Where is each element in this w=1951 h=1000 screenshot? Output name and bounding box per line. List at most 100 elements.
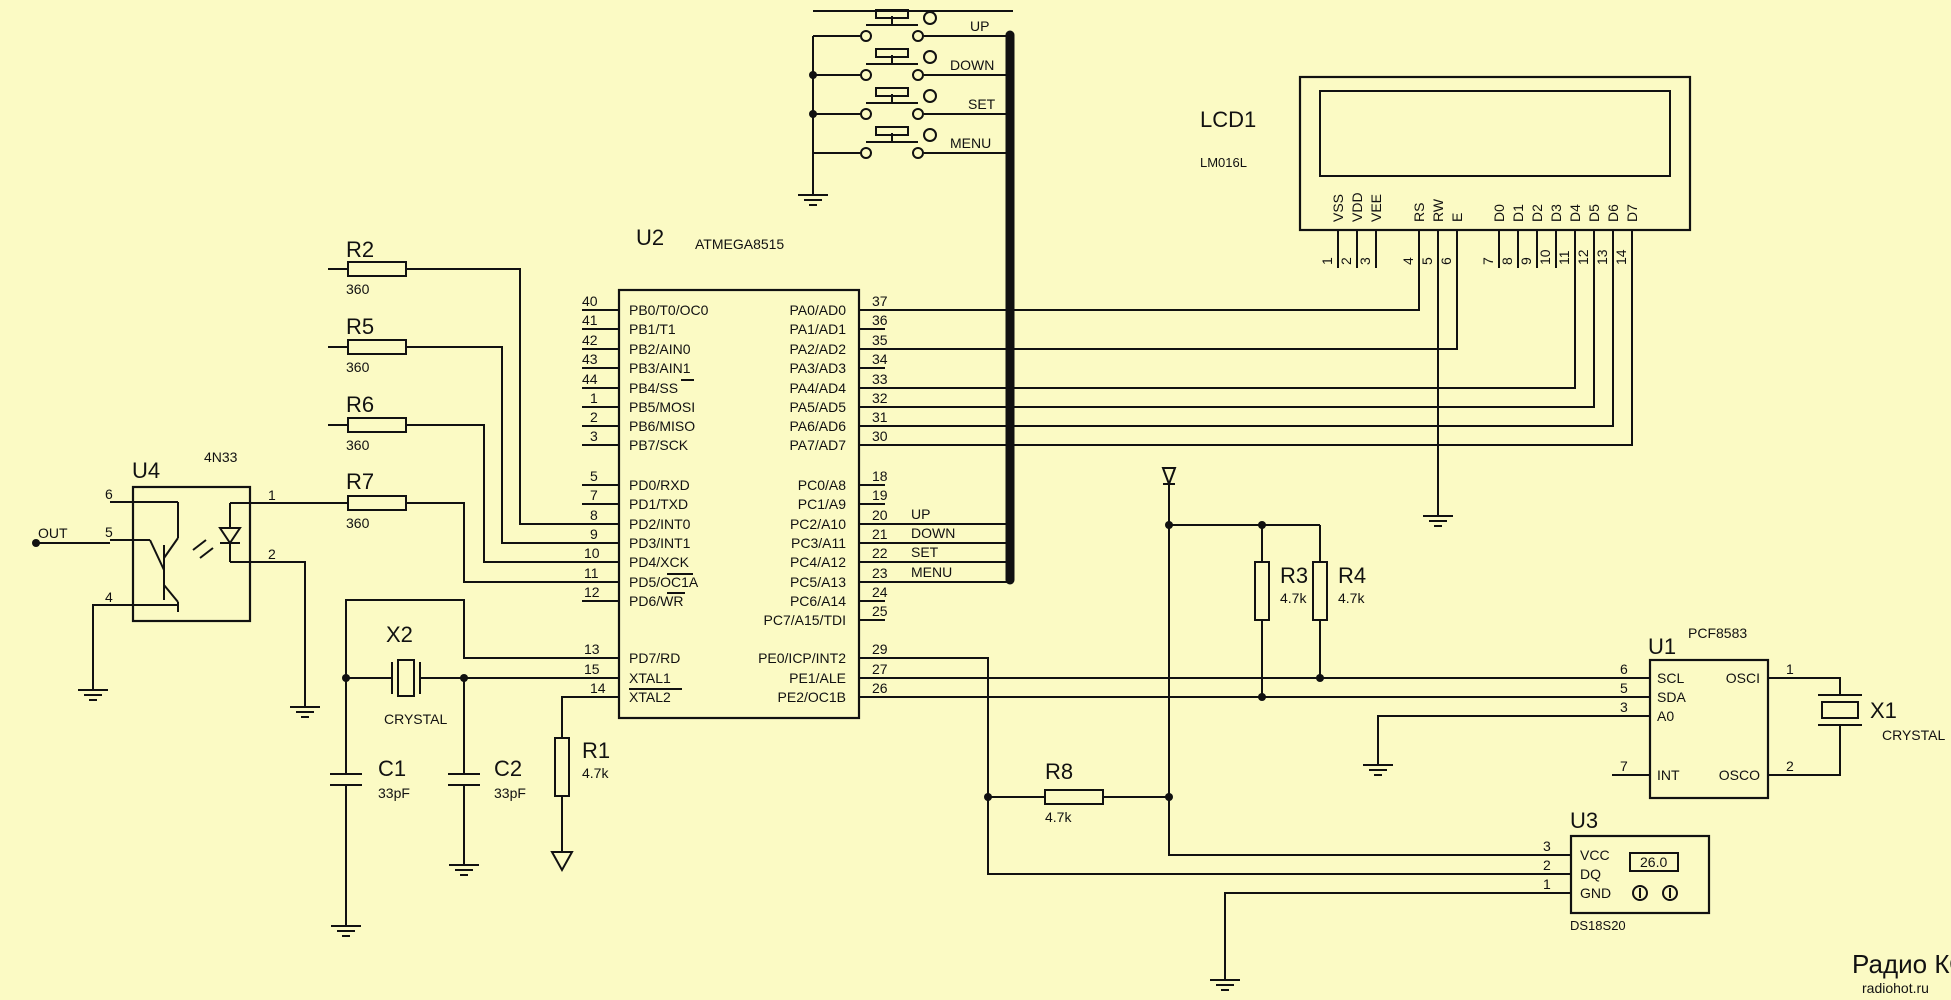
svg-text:6: 6 [1438,257,1454,265]
svg-text:D7: D7 [1624,204,1640,222]
svg-text:33: 33 [872,371,888,387]
svg-text:C2: C2 [494,756,522,781]
svg-text:PD5/OC1A: PD5/OC1A [629,574,699,590]
svg-text:27: 27 [872,661,888,677]
svg-text:8: 8 [1499,257,1515,265]
svg-text:20: 20 [872,507,888,523]
svg-text:13: 13 [1594,249,1610,265]
svg-text:PC2/A10: PC2/A10 [790,516,846,532]
svg-text:R7: R7 [346,469,374,494]
svg-text:SDA: SDA [1657,689,1686,705]
svg-text:360: 360 [346,281,370,297]
svg-text:PC4/A12: PC4/A12 [790,554,846,570]
svg-text:35: 35 [872,332,888,348]
capacitor-c1: C1 33pF [330,678,410,937]
svg-text:2: 2 [268,546,276,562]
svg-text:5: 5 [1419,257,1435,265]
svg-text:7: 7 [1620,758,1628,774]
svg-text:VSS: VSS [1330,194,1346,222]
svg-text:1: 1 [1319,257,1335,265]
svg-text:360: 360 [346,437,370,453]
ground-icon [797,184,829,206]
svg-text:RW: RW [1430,198,1446,222]
svg-text:15: 15 [584,661,600,677]
out-label: OUT [38,525,68,541]
svg-text:PC7/A15/TDI: PC7/A15/TDI [764,612,846,628]
svg-text:36: 36 [872,312,888,328]
svg-text:4.7k: 4.7k [582,765,609,781]
svg-text:7: 7 [590,487,598,503]
svg-text:PD3/INT1: PD3/INT1 [629,535,691,551]
svg-text:INT: INT [1657,767,1680,783]
svg-text:42: 42 [582,332,598,348]
lcd-wiring [885,268,1633,527]
svg-text:PD1/TXD: PD1/TXD [629,496,688,512]
svg-text:1: 1 [1543,876,1551,892]
svg-text:10: 10 [1537,249,1553,265]
svg-text:Радио КОТ: Радио КОТ [1852,949,1951,979]
svg-text:R3: R3 [1280,563,1308,588]
svg-text:33pF: 33pF [494,785,526,801]
svg-text:43: 43 [582,351,598,367]
u2-part: ATMEGA8515 [695,236,784,252]
svg-text:2: 2 [1338,257,1354,265]
svg-text:5: 5 [1620,680,1628,696]
svg-text:21: 21 [872,526,888,542]
svg-text:14: 14 [590,680,606,696]
svg-text:11: 11 [1556,250,1572,265]
svg-text:PE0/ICP/INT2: PE0/ICP/INT2 [758,650,846,666]
crystal-x1: X1 CRYSTAL [1796,677,1945,776]
svg-text:R5: R5 [346,314,374,339]
svg-text:1: 1 [268,487,276,503]
svg-text:PC6/A14: PC6/A14 [790,593,846,609]
svg-text:PD2/INT0: PD2/INT0 [629,516,691,532]
svg-text:26: 26 [872,680,888,696]
svg-text:4: 4 [105,589,113,605]
svg-text:5: 5 [105,524,113,540]
button-label-set: SET [968,96,996,112]
svg-text:PD6/WR: PD6/WR [629,593,683,609]
svg-text:U3: U3 [1570,808,1598,833]
resistor-r2: R2 360 [328,237,582,525]
svg-text:PB1/T1: PB1/T1 [629,321,676,337]
svg-text:PA5/AD5: PA5/AD5 [789,399,846,415]
svg-text:1: 1 [590,390,598,406]
svg-text:U1: U1 [1648,634,1676,659]
ground-icon [448,854,480,876]
svg-text:radiohot.ru: radiohot.ru [1862,980,1929,996]
button-down: DOWN [813,48,1008,81]
svg-text:PB4/SS: PB4/SS [629,380,678,396]
svg-text:6: 6 [105,486,113,502]
svg-text:A0: A0 [1657,708,1674,724]
svg-text:D1: D1 [1510,204,1526,222]
svg-text:R1: R1 [582,738,610,763]
net-label-up: UP [911,506,930,522]
svg-text:D3: D3 [1548,204,1564,222]
svg-text:34: 34 [872,351,888,367]
resistor-r1: R1 4.7k [550,696,610,873]
lcd-part: LM016L [1200,155,1247,170]
svg-text:25: 25 [872,603,888,619]
svg-text:XTAL2: XTAL2 [629,689,671,705]
svg-text:31: 31 [872,409,888,425]
svg-text:VDD: VDD [1349,192,1365,222]
svg-text:2: 2 [590,409,598,425]
ground-icon [289,696,321,718]
svg-text:7: 7 [1480,257,1496,265]
svg-text:2: 2 [1543,857,1551,873]
svg-text:XTAL1: XTAL1 [629,670,671,686]
svg-text:PB3/AIN1: PB3/AIN1 [629,360,691,376]
u4-optocoupler: U4 4N33 6 5 4 1 2 OUT [32,449,321,718]
button-label-menu: MENU [950,135,991,151]
svg-text:4N33: 4N33 [204,449,238,465]
svg-text:14: 14 [1613,249,1629,265]
svg-text:D4: D4 [1567,204,1583,222]
svg-text:8: 8 [590,507,598,523]
svg-text:9: 9 [590,526,598,542]
resistor-r5: R5 360 [328,314,582,544]
svg-text:OSCO: OSCO [1719,767,1760,783]
svg-text:R4: R4 [1338,563,1366,588]
ground-icon [77,679,109,701]
